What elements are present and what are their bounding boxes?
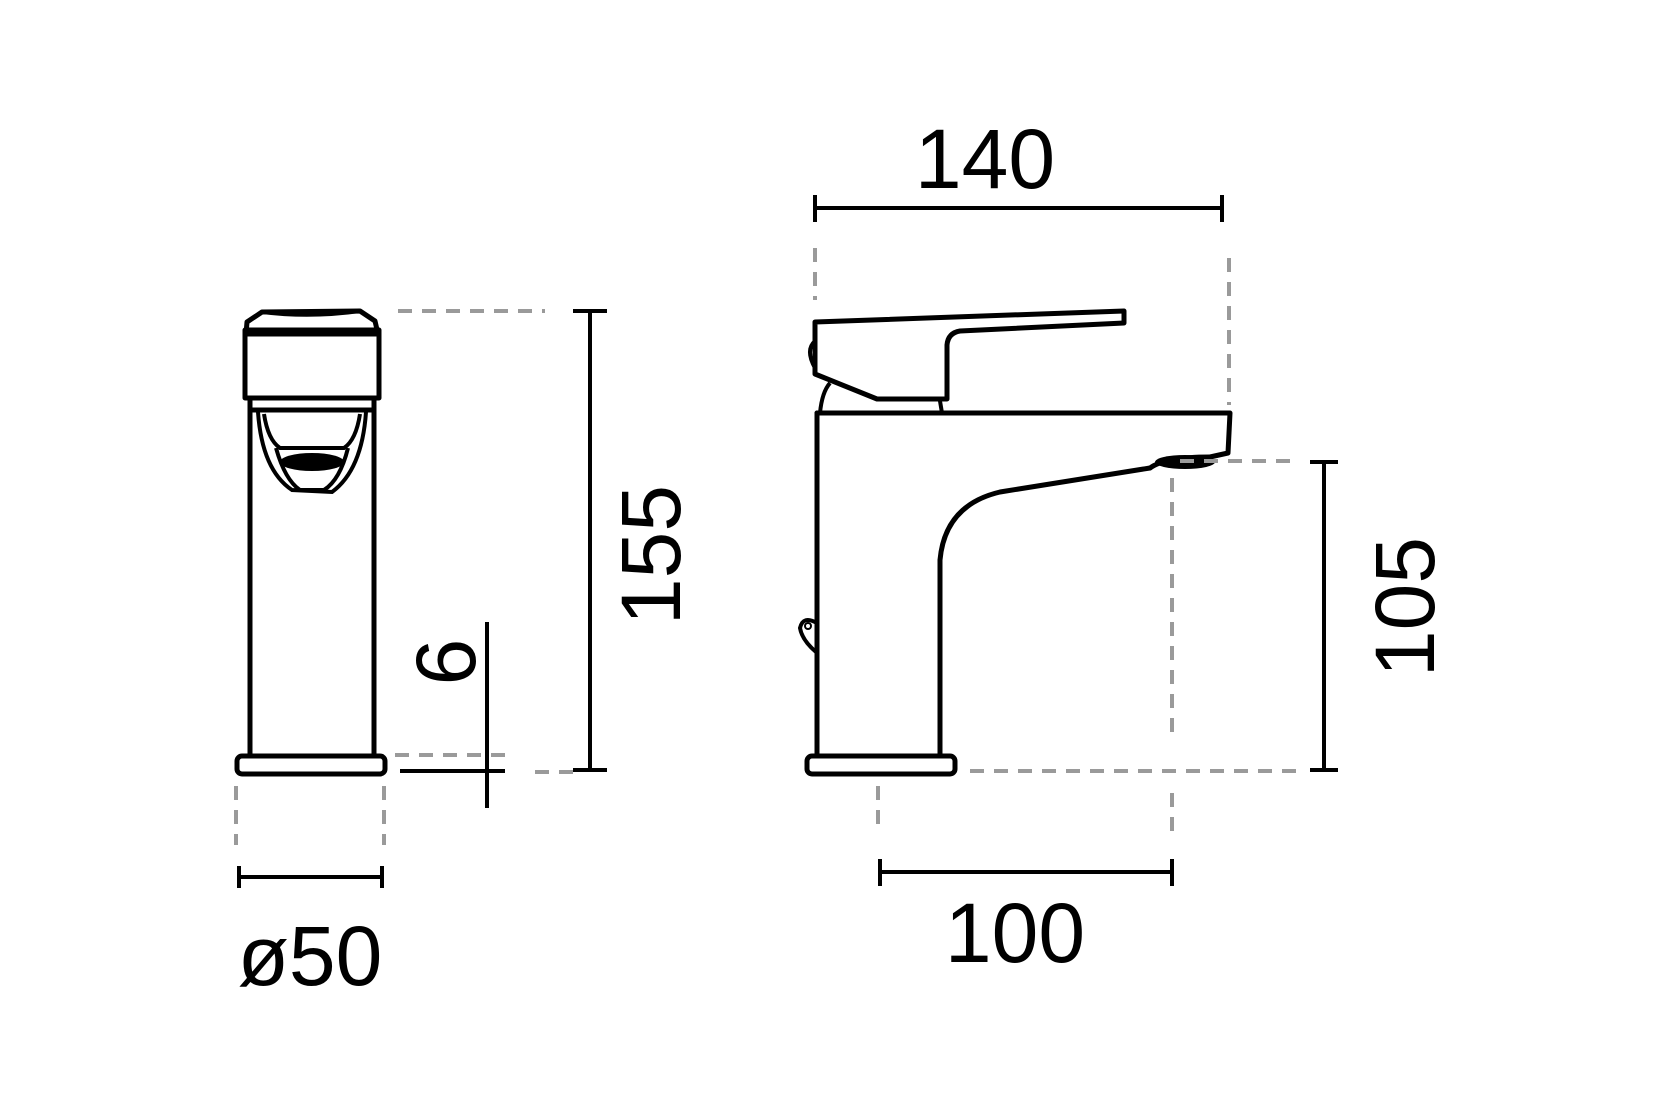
label-base-diameter: ø50 bbox=[238, 909, 383, 1003]
label-total-height: 155 bbox=[604, 485, 698, 625]
label-spout-reach: 100 bbox=[945, 886, 1085, 980]
label-base-thickness: 6 bbox=[399, 639, 493, 686]
label-overall-depth: 140 bbox=[915, 112, 1055, 206]
front-extension-lines bbox=[234, 309, 575, 845]
dimension-spout-height: 105 bbox=[1310, 460, 1452, 772]
label-spout-height: 105 bbox=[1358, 537, 1452, 677]
dimension-total-height: 155 bbox=[573, 309, 698, 772]
dimension-spout-reach: 100 bbox=[878, 859, 1174, 980]
side-extension-lines bbox=[813, 248, 1300, 840]
front-view bbox=[234, 308, 388, 777]
dimension-overall-depth: 140 bbox=[813, 112, 1224, 222]
dimension-base-diameter: ø50 bbox=[237, 866, 384, 1003]
side-view bbox=[797, 308, 1233, 777]
dimension-base-thickness: 6 bbox=[399, 622, 505, 808]
